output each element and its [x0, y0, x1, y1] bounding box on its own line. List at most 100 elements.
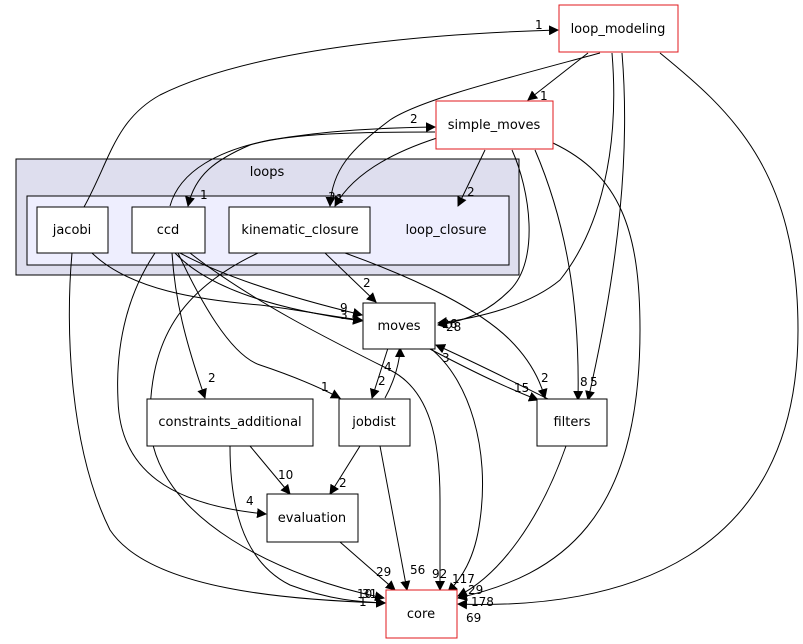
node-filters[interactable]: filters — [536, 398, 608, 447]
edge-label: 10 — [357, 587, 372, 601]
edge-label: 15 — [514, 381, 529, 395]
edge-label: 92 — [432, 567, 447, 581]
node-evaluation[interactable]: evaluation — [266, 493, 359, 543]
edge-label: 1 — [540, 89, 548, 103]
node-jacobi[interactable]: jacobi — [36, 206, 109, 254]
node-label: evaluation — [278, 511, 346, 526]
edge-simple-moves-moves — [437, 149, 530, 329]
node-jobdist[interactable]: jobdist — [338, 398, 411, 447]
node-label: moves — [377, 319, 420, 334]
edge-ccd-moves-b — [174, 252, 363, 325]
node-box — [36, 206, 109, 254]
edge-label: 1 — [336, 192, 344, 206]
node-box — [362, 302, 436, 350]
edge-constraints-core — [229, 445, 386, 608]
edge-label: 26 — [442, 317, 457, 331]
cluster-title: loops — [250, 165, 285, 180]
edge-label: 31 — [362, 587, 377, 601]
edges — [68, 25, 799, 610]
edge-ccd-evaluation — [117, 252, 267, 519]
edge-constraints-evaluation — [249, 445, 291, 495]
edge-label: 29 — [468, 583, 483, 597]
edge-jobdist-moves — [384, 347, 405, 399]
edge-ccd-jobdist — [177, 252, 341, 399]
edge-label: 28 — [446, 320, 461, 334]
edge-label: 2 — [378, 374, 386, 388]
edge-label: 9 — [340, 301, 348, 315]
edge-label: 2 — [467, 185, 475, 199]
edge-moves-filters — [427, 347, 539, 402]
node-box — [435, 100, 554, 150]
node-box — [385, 589, 458, 639]
edge-label: 4 — [384, 360, 392, 374]
node-box — [146, 398, 314, 447]
node-box — [558, 4, 679, 53]
edge-jobdist-core — [379, 445, 411, 591]
edge-label: 2 — [208, 371, 216, 385]
edge-label: 178 — [471, 595, 494, 609]
node-label: loop_modeling — [571, 22, 666, 37]
edge-filters-core — [457, 445, 567, 597]
edge-filters-moves — [435, 344, 551, 401]
edge-label: 3 — [340, 308, 348, 322]
edge-label: 1 — [200, 188, 208, 202]
edge-label: 56 — [410, 563, 425, 577]
edge-jacobi-moves — [91, 252, 363, 325]
edge-jacobi-loop-modeling — [83, 25, 559, 208]
node-label: simple_moves — [448, 118, 541, 133]
edge-label: 117 — [452, 572, 475, 586]
node-box — [266, 493, 359, 543]
edge-kinematic-filters — [344, 252, 548, 399]
node-ccd[interactable]: ccd — [131, 206, 206, 254]
edge-simple-moves-kinematic — [334, 137, 438, 207]
edge-label: 2 — [339, 476, 347, 490]
edge-label: 69 — [466, 611, 481, 625]
node-box — [131, 206, 206, 254]
node-label: loop_closure — [405, 223, 486, 238]
edge-moves-core — [429, 347, 483, 593]
edge-label: 2 — [410, 112, 418, 126]
node-label: constraints_additional — [158, 415, 301, 430]
edge-kinematic-moves — [324, 252, 377, 303]
edge-loop-modeling-filters — [585, 52, 626, 401]
edge-label: 1 — [535, 18, 543, 32]
edge-simple-moves-loop-closure — [457, 149, 486, 207]
node-loop-modeling[interactable]: loop_modeling — [558, 4, 679, 53]
node-box — [536, 398, 608, 447]
edge-ccd-moves-a — [179, 252, 363, 318]
edge-label: 5 — [590, 375, 598, 389]
edge-label: 3 — [328, 190, 336, 204]
edge-label: 1 — [321, 380, 329, 394]
edge-label: 3 — [442, 351, 450, 365]
node-moves[interactable]: moves — [362, 302, 436, 350]
edge-labels: 1 1 2 1 1 3 2 2 9 3 26 28 3 2 4 1 2 15 2… — [200, 18, 598, 625]
node-label: core — [407, 607, 435, 622]
node-box — [338, 398, 411, 447]
edge-label: 2 — [541, 371, 549, 385]
node-constraints-additional[interactable]: constraints_additional — [146, 398, 314, 447]
node-core[interactable]: core — [385, 589, 458, 639]
edge-label: 4 — [246, 494, 254, 508]
node-label: kinematic_closure — [241, 223, 358, 238]
edge-jacobi-core — [68, 252, 386, 608]
node-label: jacobi — [52, 223, 92, 238]
edge-label: 1 — [359, 595, 367, 609]
edge-ccd-core-a — [189, 252, 445, 591]
node-label: jobdist — [351, 415, 396, 430]
edge-label: 8 — [580, 375, 588, 389]
edge-loop-modeling-kinematic — [325, 52, 601, 207]
node-label: ccd — [157, 223, 180, 238]
edge-loop-modeling-core — [457, 52, 799, 610]
edge-label: 10 — [278, 468, 293, 482]
edge-label: 2 — [363, 276, 371, 290]
node-kinematic-closure[interactable]: kinematic_closure — [228, 206, 371, 254]
edge-simple-moves-ccd — [185, 131, 436, 207]
node-loop-closure[interactable]: loop_closure — [405, 223, 486, 238]
node-simple-moves[interactable]: simple_moves — [435, 100, 554, 150]
edge-simple-moves-core — [457, 142, 641, 601]
edge-jobdist-evaluation — [329, 445, 361, 495]
edge-simple-moves-filters — [534, 149, 584, 401]
node-box — [228, 206, 371, 254]
edge-ccd-constraints — [171, 252, 207, 399]
